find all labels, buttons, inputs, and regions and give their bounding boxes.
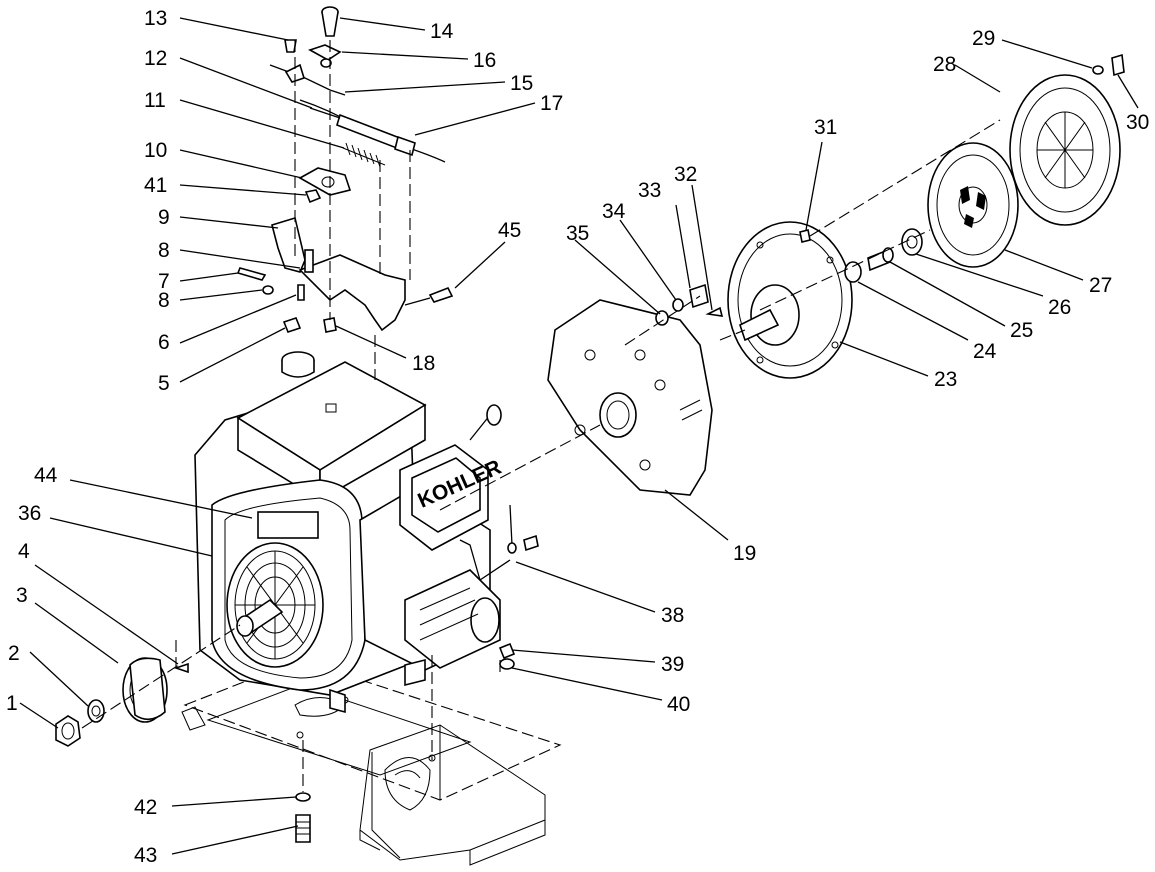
flywheel: [727, 221, 853, 379]
callout-12: 12: [144, 47, 167, 70]
callout-11: 11: [144, 89, 166, 112]
callout-6: 6: [158, 331, 170, 354]
frame-plate: [181, 659, 562, 801]
engine-assembly: KOHLER: [194, 351, 511, 714]
callout-40: 40: [667, 693, 690, 716]
callout-44: 44: [34, 464, 58, 487]
callout-33: 33: [638, 179, 661, 202]
callout-17: 17: [540, 92, 563, 115]
callout-34: 34: [602, 200, 626, 223]
callout-9: 9: [158, 206, 170, 229]
callout-19: 19: [733, 542, 756, 565]
callout-36: 36: [18, 502, 41, 525]
callout-1: 1: [6, 692, 18, 715]
callout-42: 42: [134, 796, 157, 819]
callout-labels: 1 2 3 4 5 6 7 8 8 9 10 11 12 13 14 15 16…: [6, 7, 1149, 867]
callout-23: 23: [934, 368, 957, 391]
callout-8a: 8: [158, 239, 170, 262]
callout-13: 13: [144, 7, 167, 30]
callout-30: 30: [1126, 111, 1149, 134]
leader-lines: [19, 17, 1139, 855]
engine-decal-plate: [257, 511, 319, 539]
starter-motor: [404, 569, 501, 669]
callout-15: 15: [510, 72, 533, 95]
callout-45: 45: [498, 219, 521, 242]
callout-28: 28: [933, 53, 956, 76]
callout-8b: 8: [158, 289, 170, 312]
callout-39: 39: [661, 653, 684, 676]
adapter-plate: [547, 299, 713, 496]
clutch-disc: [927, 142, 1019, 268]
callout-24: 24: [973, 340, 997, 363]
callout-10: 10: [144, 139, 167, 162]
callout-43: 43: [134, 844, 157, 867]
callout-38: 38: [661, 604, 684, 627]
callout-4: 4: [18, 540, 30, 563]
engine-mount-bracket: [359, 724, 546, 866]
callout-41: 41: [144, 174, 167, 197]
callout-3: 3: [16, 584, 28, 607]
callout-2: 2: [8, 642, 20, 665]
callout-29: 29: [972, 27, 995, 50]
callout-27: 27: [1089, 274, 1112, 297]
callout-18: 18: [412, 352, 435, 375]
callout-5: 5: [158, 372, 170, 395]
callout-16: 16: [473, 49, 496, 72]
callout-35: 35: [566, 222, 589, 245]
callout-26: 26: [1048, 296, 1071, 319]
callout-7: 7: [158, 270, 170, 293]
callout-32: 32: [674, 163, 697, 186]
adapter-hardware: [655, 283, 724, 326]
callout-31: 31: [814, 116, 837, 139]
callout-14: 14: [430, 20, 454, 43]
pressure-plate: [1009, 74, 1121, 226]
callout-25: 25: [1010, 319, 1033, 342]
